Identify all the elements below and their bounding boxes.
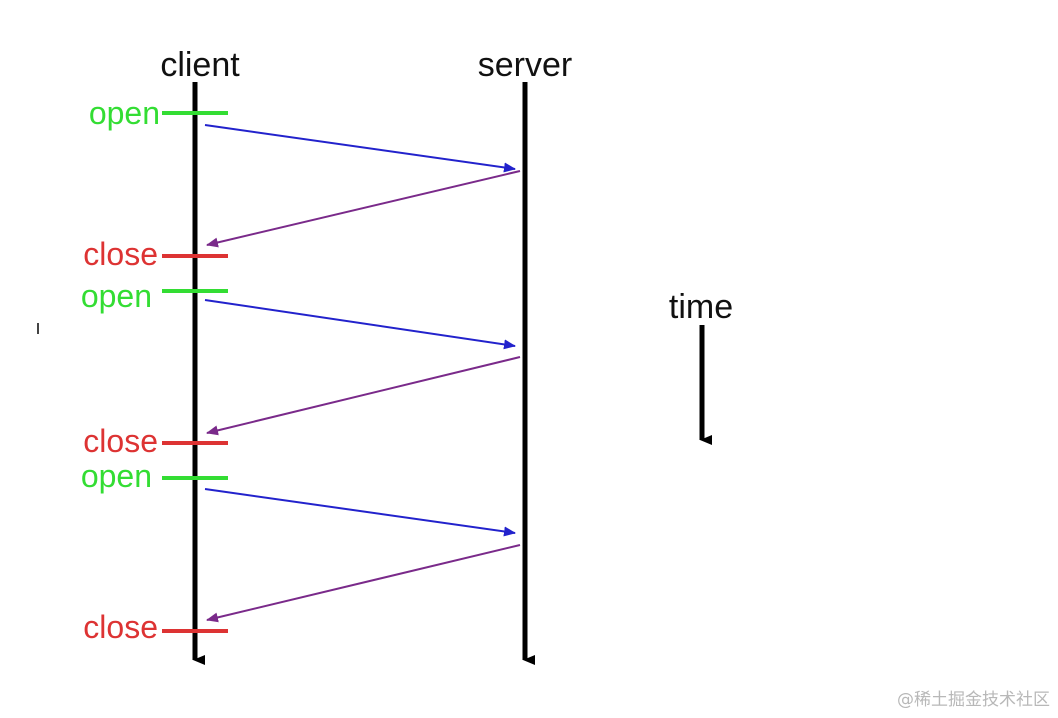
event-open-label: open (81, 458, 152, 494)
server-label: server (478, 46, 572, 84)
response-arrow (206, 170, 521, 248)
client-label: client (160, 46, 240, 84)
response-arrow (206, 544, 521, 623)
time-label: time (669, 288, 733, 326)
request-arrow (204, 124, 516, 173)
event-close-label: close (83, 236, 158, 272)
event-close-label: close (83, 423, 158, 459)
request-arrow (204, 488, 516, 537)
watermark: @稀土掘金技术社区 (897, 690, 1050, 710)
request-arrow (204, 299, 516, 350)
event-open-label: open (81, 278, 152, 314)
event-close-label: close (83, 609, 158, 645)
stray-mark (37, 323, 39, 334)
response-arrow (206, 356, 521, 436)
event-open-label: open (89, 95, 160, 131)
